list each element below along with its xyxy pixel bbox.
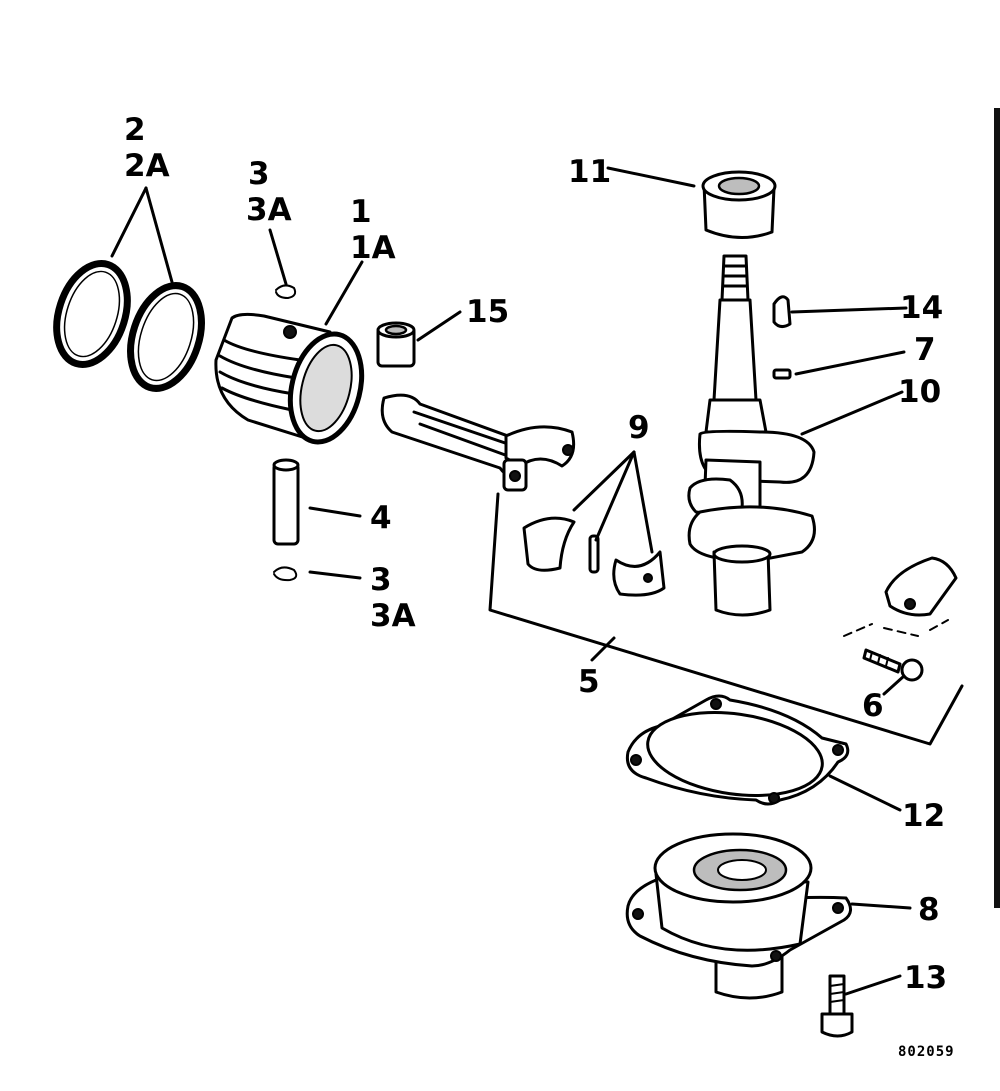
callout-2: 2	[124, 112, 146, 148]
leader-lines	[110, 166, 964, 996]
callout-5: 5	[578, 664, 600, 700]
crankshaft	[687, 254, 816, 617]
crankshaft-top-bearing	[701, 170, 777, 240]
callout-13: 13	[904, 960, 947, 996]
callout-8: 8	[918, 892, 940, 928]
rod-cap	[843, 556, 958, 637]
callout-9: 9	[628, 410, 650, 446]
piston	[214, 312, 365, 445]
callout-3a-top: 3A	[246, 192, 292, 228]
callout-3-top: 3	[248, 156, 270, 192]
lower-bearing-housing	[625, 832, 852, 1000]
callout-3-bottom: 3	[370, 562, 392, 598]
woodruff-key	[772, 295, 792, 329]
piston-pin	[272, 458, 300, 546]
callout-7: 7	[914, 332, 936, 368]
connecting-rod	[380, 393, 576, 492]
callout-3a-bottom: 3A	[370, 598, 416, 634]
callout-11: 11	[568, 154, 611, 190]
callout-14: 14	[900, 290, 943, 326]
right-border	[994, 108, 1000, 908]
callout-6: 6	[862, 688, 884, 724]
piston-pin-clip-top	[275, 284, 297, 300]
callout-1a: 1A	[350, 230, 396, 266]
needle-bearing	[376, 321, 416, 368]
callout-labels: 2 2A 3 3A 1 1A 15 11 14 7 10 9 4 3 3A 5 …	[124, 112, 955, 1060]
rod-bearing-parts	[522, 516, 666, 597]
figure-code: 802059	[898, 1044, 955, 1060]
callout-12: 12	[902, 798, 945, 834]
callout-15: 15	[466, 294, 509, 330]
rod-cap-screw	[862, 648, 924, 682]
callout-2a: 2A	[124, 148, 170, 184]
callout-10: 10	[898, 374, 941, 410]
housing-bolt	[820, 974, 854, 1038]
callout-4: 4	[370, 500, 392, 536]
small-key	[772, 368, 792, 380]
piston-pin-clip-bottom	[273, 566, 298, 582]
piston-rings	[53, 260, 205, 392]
callout-1: 1	[350, 194, 372, 230]
gasket	[625, 694, 850, 806]
